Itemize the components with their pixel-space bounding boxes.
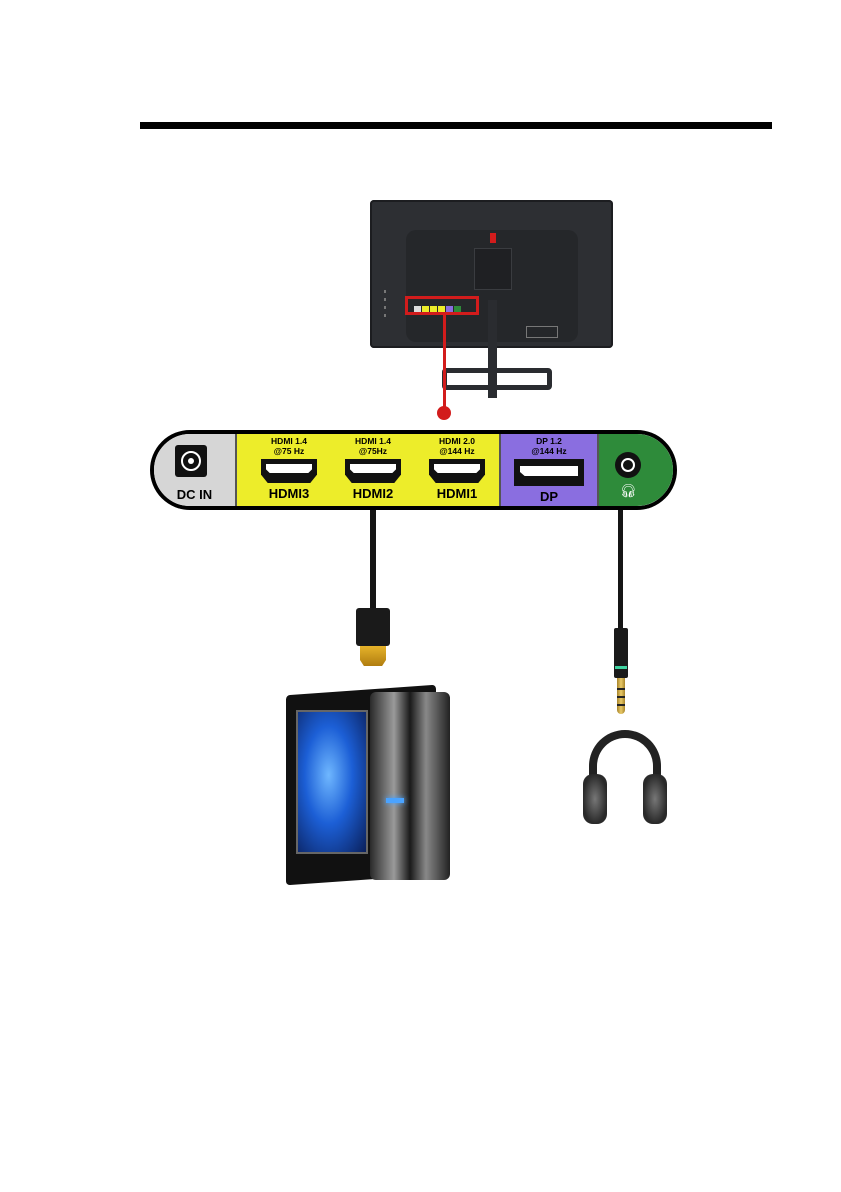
headphones-left-cup (583, 774, 607, 824)
dc-in-label: DC IN (154, 487, 235, 502)
monitor-red-tag (490, 233, 496, 243)
hdmi3-port: HDMI 1.4 @75 Hz HDMI3 (253, 436, 325, 501)
hdmi-plug-connector (360, 646, 386, 666)
callout-line (443, 315, 446, 409)
audio-zone: 🎧︎ (597, 434, 673, 506)
hdmi3-label: HDMI3 (253, 486, 325, 501)
audio-plug-tip (617, 678, 625, 714)
callout-dot (437, 406, 451, 420)
dp-port-icon (514, 459, 584, 486)
dp-port: DP 1.2 @144 Hz DP (501, 436, 597, 504)
dp-zone: DP 1.2 @144 Hz DP (499, 434, 597, 506)
hdmi2-port: HDMI 1.4 @75Hz HDMI2 (337, 436, 409, 501)
hdmi3-port-icon (261, 459, 317, 483)
dc-in-port: DC IN (154, 484, 235, 502)
audio-plug-body (614, 628, 628, 678)
hdmi2-spec: HDMI 1.4 @75Hz (337, 436, 409, 456)
hdmi2-label: HDMI2 (337, 486, 409, 501)
hdmi1-spec: HDMI 2.0 @144 Hz (421, 436, 493, 456)
monitor-stand-base (442, 368, 552, 390)
dp-spec: DP 1.2 @144 Hz (501, 436, 597, 456)
pc-led (386, 798, 404, 803)
audio-jack-icon (615, 452, 641, 478)
header-rule (140, 122, 772, 129)
hdmi2-port-icon (345, 459, 401, 483)
headphones-right-cup (643, 774, 667, 824)
port-panel: DC IN HDMI 1.4 @75 Hz HDMI3 HDMI 1.4 @75… (150, 430, 677, 510)
dc-in-port-icon (175, 445, 207, 477)
monitor-buttons (384, 290, 386, 320)
hdmi-cable (370, 510, 376, 610)
audio-plug-ring (615, 666, 627, 669)
headphone-icon: 🎧︎ (617, 484, 639, 498)
dp-label: DP (501, 489, 597, 504)
port-highlight-box (405, 296, 479, 315)
pc-side-window (296, 710, 368, 854)
hdmi3-spec: HDMI 1.4 @75 Hz (253, 436, 325, 456)
vesa-mount (474, 248, 512, 290)
hdmi1-port: HDMI 2.0 @144 Hz HDMI1 (421, 436, 493, 501)
dc-in-zone: DC IN (154, 434, 237, 506)
pc-tower-image (286, 680, 462, 883)
hdmi-plug-body (356, 608, 390, 646)
headphones-image (583, 730, 667, 826)
hdmi1-port-icon (429, 459, 485, 483)
pc-front-panel (370, 692, 450, 880)
hdmi-zone: HDMI 1.4 @75 Hz HDMI3 HDMI 1.4 @75Hz HDM… (237, 434, 499, 506)
audio-cable (618, 510, 623, 630)
hdmi1-label: HDMI1 (421, 486, 493, 501)
monitor-label-sticker (526, 326, 558, 338)
